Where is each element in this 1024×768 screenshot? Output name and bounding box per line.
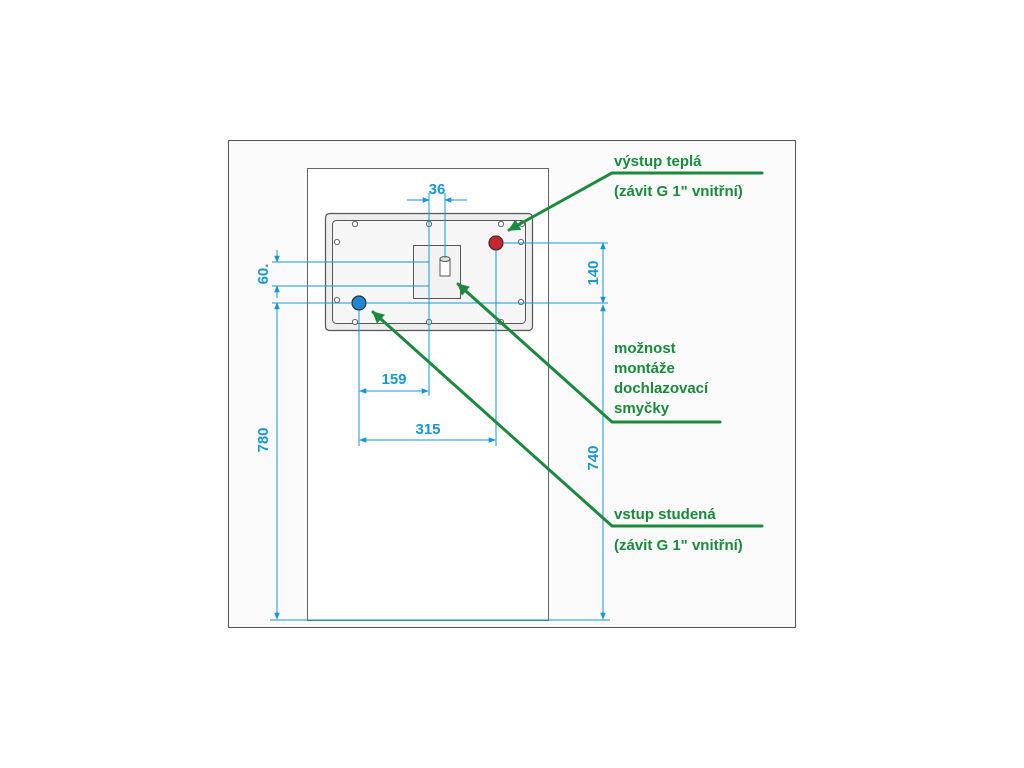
inlet-leader-line xyxy=(371,310,764,528)
dim-780-text: 780 xyxy=(255,427,272,452)
cooling-loop-pipe xyxy=(439,256,451,277)
cooling-loop-mount xyxy=(413,245,461,299)
cooling-loop-line4: smyčky xyxy=(614,400,670,417)
outlet-leader-line xyxy=(507,171,764,232)
cooling-loop-leader-line xyxy=(456,282,722,424)
cold-water-inlet-port xyxy=(351,295,367,311)
outlet-title: výstup teplá xyxy=(614,153,702,170)
inlet-title: vstup studená xyxy=(614,506,716,523)
dim-315-text: 315 xyxy=(415,421,440,438)
dim-140-text: 140 xyxy=(585,260,602,285)
dim-60-text: 60. xyxy=(255,264,272,285)
cooling-loop-line3: dochlazovací xyxy=(614,380,709,397)
dim-740-text: 740 xyxy=(585,445,602,470)
hot-water-outlet-port xyxy=(488,235,504,251)
cooling-loop-line1: možnost xyxy=(614,340,676,357)
cooling-loop-line2: montáže xyxy=(614,360,675,377)
dim-159-text: 159 xyxy=(381,371,406,388)
outlet-thread: (závit G 1" vnitřní) xyxy=(614,183,743,200)
inlet-thread: (závit G 1" vnitřní) xyxy=(614,537,743,554)
dim-36-text: 36 xyxy=(429,181,446,198)
